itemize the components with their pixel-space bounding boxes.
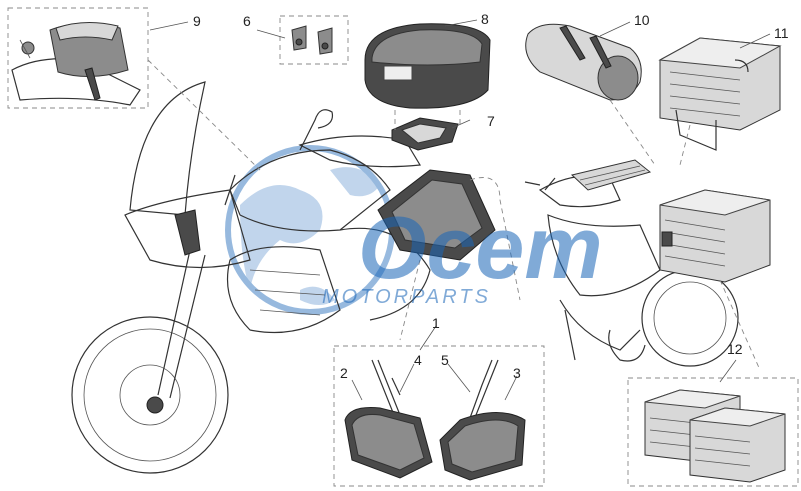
callout-1: 1 — [432, 315, 440, 331]
callout-6: 6 — [243, 13, 251, 29]
callout-7: 7 — [487, 113, 495, 129]
callout-8: 8 — [481, 11, 489, 27]
callout-12: 12 — [727, 341, 743, 357]
group-box-aluminium-cases — [627, 377, 799, 487]
leader-lines — [149, 19, 771, 401]
callout-9: 9 — [193, 13, 201, 29]
watermark-tagline: MOTORPARTS — [322, 286, 491, 308]
top-case-drawing — [364, 23, 491, 109]
callout-5: 5 — [441, 352, 449, 368]
group-box-brackets — [279, 15, 349, 65]
watermark-brand: Ocem — [358, 198, 603, 297]
side-bags-on-bike-drawing — [377, 169, 496, 261]
right-motorcycle-drawing — [524, 159, 739, 367]
aluminium-pannier-drawing — [659, 189, 771, 283]
callout-11: 11 — [774, 25, 789, 41]
connector-lines — [147, 59, 761, 371]
bracket-parts-drawing — [291, 25, 333, 55]
roll-bag-drawing — [525, 23, 642, 101]
group-box-tank-bag — [7, 7, 149, 109]
rack-plate-drawing — [391, 117, 459, 151]
callout-3: 3 — [513, 365, 521, 381]
tank-bag-drawing — [11, 22, 141, 106]
callout-2: 2 — [340, 365, 348, 381]
callout-4: 4 — [414, 352, 422, 368]
watermark-globe — [225, 145, 395, 315]
callout-10: 10 — [634, 12, 650, 28]
group-box-side-bags — [333, 345, 545, 487]
aluminium-cases-pair-drawing — [644, 389, 786, 483]
left-motorcycle-drawing — [71, 81, 431, 474]
side-bags-and-frames-drawing — [344, 359, 526, 481]
aluminium-top-case-drawing — [658, 37, 782, 151]
